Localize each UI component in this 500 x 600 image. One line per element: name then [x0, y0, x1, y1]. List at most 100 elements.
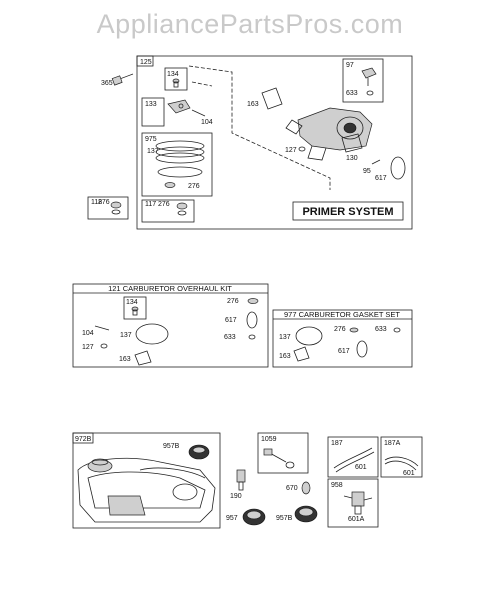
screw-365-icon — [111, 73, 134, 86]
part-box-958 — [327, 478, 379, 528]
part-label-133: 133 — [145, 101, 157, 108]
box-label-frame — [136, 55, 154, 67]
ft-part-label-957B: 957B — [163, 443, 180, 450]
carb-overhaul-title: 121 CARBURETOR OVERHAUL KIT — [108, 284, 232, 293]
fuel-cap-957-icon — [242, 508, 266, 526]
part-label-1059: 1059 — [261, 436, 277, 443]
ok-gasket-163-icon — [134, 350, 152, 366]
box-958-section: 958 601A — [327, 478, 379, 528]
part-label-117-276: 276 — [158, 201, 170, 208]
gs-oring-276-icon — [349, 327, 359, 333]
ok-part-label-276: 276 — [227, 298, 239, 305]
watermark: AppliancePartsPros.com — [97, 9, 404, 39]
primer-box-label: 125 — [140, 59, 152, 66]
ok-part-box-134 — [123, 296, 147, 320]
ok-part-label-617: 617 — [225, 317, 237, 324]
part-label-975: 975 — [145, 136, 157, 143]
part-label-190: 190 — [230, 493, 242, 500]
ok-ring-137-icon — [135, 323, 169, 345]
part-label-957: 957 — [226, 515, 238, 522]
filter-670-icon — [301, 481, 311, 495]
ok-part-label-104: 104 — [82, 330, 94, 337]
screw-95-icon — [371, 159, 381, 165]
part-box-133 — [141, 97, 165, 127]
part-label-633: 633 — [346, 90, 358, 97]
primer-housing-icon — [167, 99, 191, 114]
part-label-137: 137 — [147, 148, 159, 155]
carb-gasket-section: 977 CARBURETOR GASKET SET 137 276 633 16… — [272, 309, 413, 368]
part-box-117 — [141, 199, 195, 223]
guide-line-a — [188, 65, 331, 190]
fuel-tank-section: 972B 957B — [72, 432, 221, 529]
fuel-cap-957B-icon — [188, 444, 210, 460]
part-label-163: 163 — [247, 101, 259, 108]
part-label-957B-loose: 957B — [276, 515, 293, 522]
part-label-127: 127 — [285, 147, 297, 154]
part-label-958: 958 — [331, 482, 343, 489]
part-label-365: 365 — [101, 80, 113, 87]
rod-104-icon — [191, 109, 206, 117]
gasket-163-icon — [261, 87, 283, 110]
fitting-1059-icon — [263, 448, 295, 469]
needle-97-icon — [361, 67, 377, 86]
nut-117-icon — [176, 202, 188, 216]
oring-276-icon — [164, 182, 176, 188]
ok-oring-633-icon — [248, 334, 256, 340]
box-1059-section: 1059 — [257, 432, 309, 474]
part-label-958-601A: 601A — [348, 516, 365, 523]
gs-part-label-633: 633 — [375, 326, 387, 333]
ok-part-label-633: 633 — [224, 334, 236, 341]
fuel-tank-box — [72, 432, 221, 529]
part-label-134: 134 — [167, 71, 179, 78]
gs-part-label-137: 137 — [279, 334, 291, 341]
part-label-187A-601: 601 — [403, 470, 415, 477]
loose-parts: 190 957 957B 670 — [226, 469, 318, 526]
primer-system-section: 125 365 134 133 104 975 137 — [87, 55, 413, 230]
part-label-187A: 187A — [384, 440, 401, 447]
washer-127-icon — [298, 146, 306, 152]
gs-part-label-276: 276 — [334, 326, 346, 333]
box-187-section: 187 601 — [327, 436, 379, 478]
carburetor-icon — [285, 107, 373, 161]
gs-part-label-163: 163 — [279, 353, 291, 360]
primer-system-box — [136, 55, 413, 230]
valve-190-icon — [236, 469, 246, 491]
part-label-95: 95 — [363, 168, 371, 175]
part-box-118 — [87, 196, 129, 220]
gs-ring-137-icon — [295, 326, 323, 346]
ok-oring-276-icon — [247, 298, 259, 304]
gs-gasket-163-icon — [293, 346, 310, 362]
primer-bulb-icon — [172, 78, 180, 88]
part-label-118: 118 — [91, 199, 102, 206]
nut-118-icon — [110, 201, 122, 215]
carb-overhaul-section: 121 CARBURETOR OVERHAUL KIT 134 276 104 … — [72, 283, 269, 368]
box-187A-section: 187A 601 — [380, 436, 423, 478]
part-label-118-276: 276 — [98, 199, 110, 206]
primer-system-title-box — [292, 201, 404, 221]
part-label-130: 130 — [346, 155, 358, 162]
fuel-tank-label-frame — [72, 432, 94, 444]
fuel-tank-icon — [77, 457, 216, 523]
ok-part-label-134: 134 — [126, 299, 138, 306]
part-label-104: 104 — [201, 119, 213, 126]
part-label-117: 117 — [145, 201, 156, 208]
fuel-line-187-icon — [333, 447, 375, 473]
ok-ring-617-icon — [246, 311, 258, 329]
part-label-187-601: 601 — [355, 464, 367, 471]
ok-part-label-127: 127 — [82, 344, 94, 351]
oring-633-icon — [366, 90, 374, 96]
part-box-187 — [327, 436, 379, 478]
ok-part-label-163: 163 — [119, 356, 131, 363]
primer-system-title: PRIMER SYSTEM — [302, 206, 393, 218]
ok-part-label-137: 137 — [120, 332, 132, 339]
part-label-97: 97 — [346, 62, 354, 69]
gs-part-label-617: 617 — [338, 348, 350, 355]
fuel-cap-957B-loose-icon — [294, 505, 318, 523]
gs-ring-617-icon — [356, 340, 368, 358]
gs-oring-633-icon — [393, 327, 401, 333]
ok-primer-bulb-icon — [131, 306, 139, 316]
carb-overhaul-box — [72, 283, 269, 368]
part-box-134 — [164, 67, 188, 91]
part-box-1059 — [257, 432, 309, 474]
